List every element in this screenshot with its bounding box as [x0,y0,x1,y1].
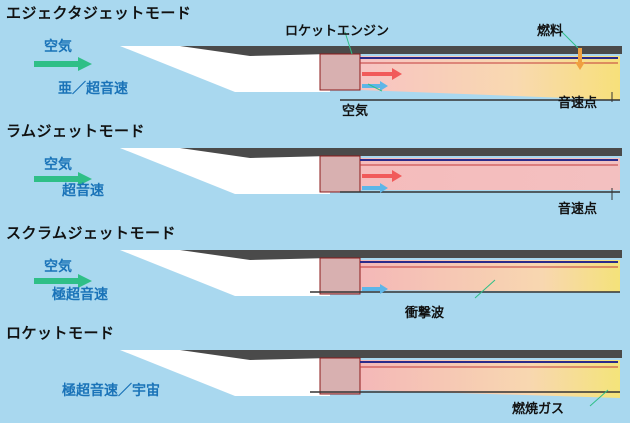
engine-diagram-rocket [120,350,622,407]
engine-diagram-scramjet [120,250,622,299]
intake-ramp [120,46,330,92]
combustion-gas-label: 燃焼ガス [512,402,565,417]
panel-rocket: ロケットモード 極超音速／宇宙 燃焼ガス [0,320,630,423]
upper-body [180,46,622,56]
panel-ramjet: ラムジェットモード 空気 超音速 音速点 [0,118,630,221]
air-label: 空気 [44,259,72,275]
rocket-engine-block [319,53,361,91]
air-arrow-icon [34,57,92,71]
sonic-point-label: 音速点 [558,202,598,217]
panel-scramjet: スクラムジェットモード 空気 極超音速 衝撃波 [0,220,630,323]
speed-label: 超音速 [62,183,104,199]
air-bottom-label: 空気 [342,104,369,119]
air-arrow-icon [34,274,92,288]
rocket-engine-label: ロケットエンジン [285,24,390,39]
air-label: 空気 [44,39,72,55]
engine-diagram-ramjet [120,148,622,200]
engine-diagram-ejector [120,29,622,102]
panel-ejector-jet: エジェクタジェットモード 空気 亜／超音速 ロケットエンジン 燃料 空気 音速点 [0,0,630,119]
mode-title: ラムジェットモード [6,122,146,140]
mode-title: ロケットモード [6,324,115,342]
air-arrow-icon [34,172,92,186]
speed-label: 極超音速 [52,287,108,303]
plume [360,56,620,100]
mode-title: スクラムジェットモード [6,224,177,242]
speed-label: 亜／超音速 [58,81,128,97]
air-label: 空気 [44,157,72,173]
speed-label: 極超音速／宇宙 [62,383,160,399]
shock-wave-label: 衝撃波 [405,306,445,321]
mode-title: エジェクタジェットモード [6,4,192,22]
sonic-point-label: 音速点 [558,96,598,111]
fuel-label: 燃料 [537,24,564,39]
